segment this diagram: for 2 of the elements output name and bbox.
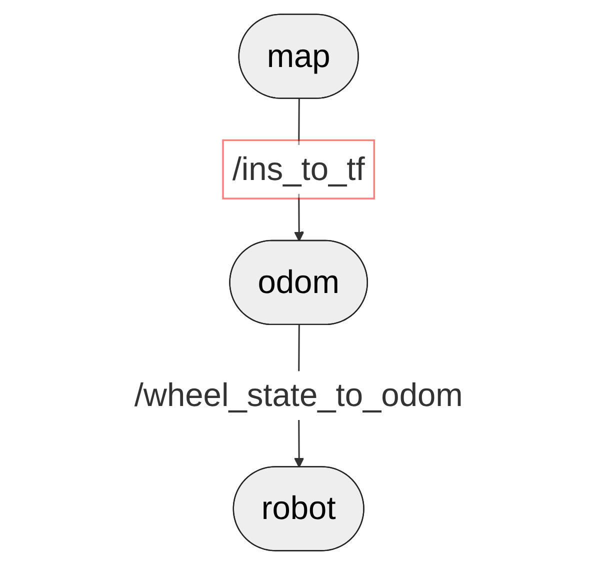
edge-label: /ins_to_tf xyxy=(232,150,365,187)
edge-label: /wheel_state_to_odom xyxy=(134,376,463,414)
